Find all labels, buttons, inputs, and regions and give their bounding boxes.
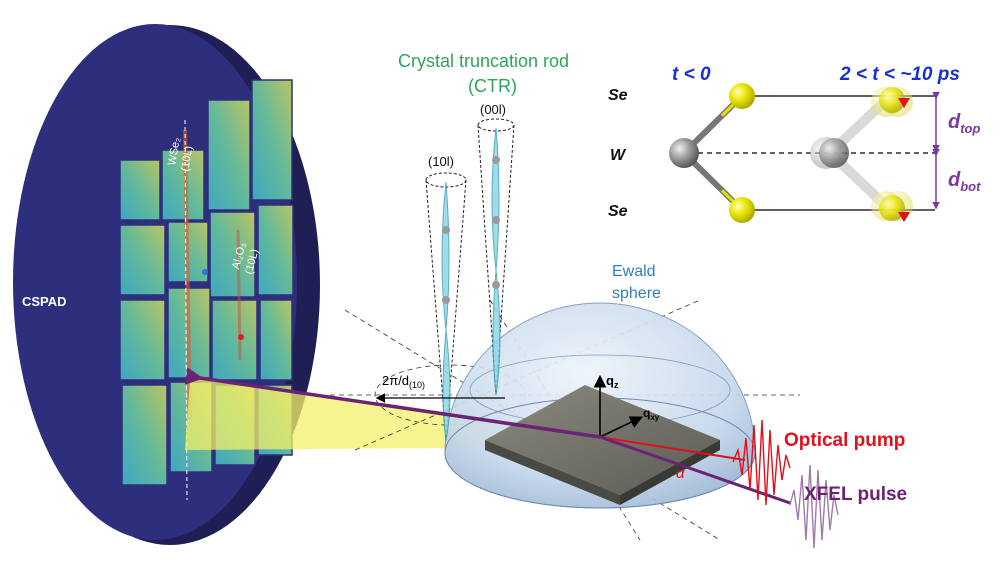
- reciprocal-spacing-label: 2π/d(10): [382, 373, 425, 390]
- rod1-beam: [441, 181, 451, 441]
- slab-top: [485, 385, 720, 495]
- structure-inset: t < 0 2 < t < ~10 ps Se W Se dtop: [608, 64, 981, 223]
- wse2-index: (10L): [179, 145, 195, 172]
- atom-se-top-label: Se: [608, 87, 628, 104]
- cspad-detector: CSPAD WSe₂ (10L) Al₂O₃ (10L): [13, 24, 320, 545]
- xfel-scattered-beam: [184, 367, 601, 439]
- sample-slab: [485, 385, 720, 505]
- slab-front: [485, 440, 620, 505]
- se-top-atom-excited: [879, 87, 905, 113]
- beams: Optical pump XFEL pulse: [184, 367, 907, 549]
- beam-stop: [202, 269, 208, 275]
- atom-se-bottom-label: Se: [608, 203, 628, 220]
- w-atom-excited: [819, 138, 849, 168]
- detector-label: CSPAD: [22, 294, 67, 309]
- peak-spot: [238, 334, 244, 340]
- atom-w-label: W: [610, 147, 627, 164]
- ewald-label-line2: sphere: [612, 285, 661, 302]
- wse2-label: WSe₂: [166, 137, 183, 167]
- ctr-rods: (10l) (00l) Crystal truncation rod (CTR): [398, 51, 569, 441]
- ewald-label-line1: Ewald: [612, 263, 656, 280]
- qxy-arrow: [599, 416, 643, 438]
- detector-panels: [119, 79, 294, 486]
- rod2-label: (00l): [480, 102, 506, 117]
- vectors: 2π/d(10) qz qxy α: [375, 373, 685, 482]
- time-after-label: 2 < t < ~10 ps: [839, 64, 960, 85]
- time-before-label: t < 0: [672, 64, 711, 85]
- d-bot-label: dbot: [948, 169, 981, 194]
- d-top-label: dtop: [948, 111, 980, 136]
- qz-label: qz: [606, 373, 619, 390]
- alpha-label: α: [676, 465, 685, 482]
- ctr-title-line2: (CTR): [468, 76, 517, 96]
- se-top-atom: [729, 83, 755, 109]
- slab-side: [620, 440, 720, 505]
- optical-pump-label: Optical pump: [784, 430, 905, 451]
- xfel-pulse-wave: [789, 464, 839, 549]
- optical-pulse-wave: [732, 419, 791, 506]
- se-bottom-atom-excited: [879, 195, 905, 221]
- rod2-beam: [491, 127, 501, 396]
- se-bottom-atom: [729, 197, 755, 223]
- w-atom: [669, 138, 699, 168]
- se-top-shift-marker: [898, 98, 910, 108]
- ctr-title-line1: Crystal truncation rod: [398, 51, 569, 71]
- qxy-label: qxy: [643, 406, 660, 422]
- rod1-label: (10l): [428, 154, 454, 169]
- optical-pump-beam: [599, 436, 746, 461]
- xfel-pulse-label: XFEL pulse: [804, 484, 907, 505]
- se-bottom-shift-marker: [898, 212, 910, 222]
